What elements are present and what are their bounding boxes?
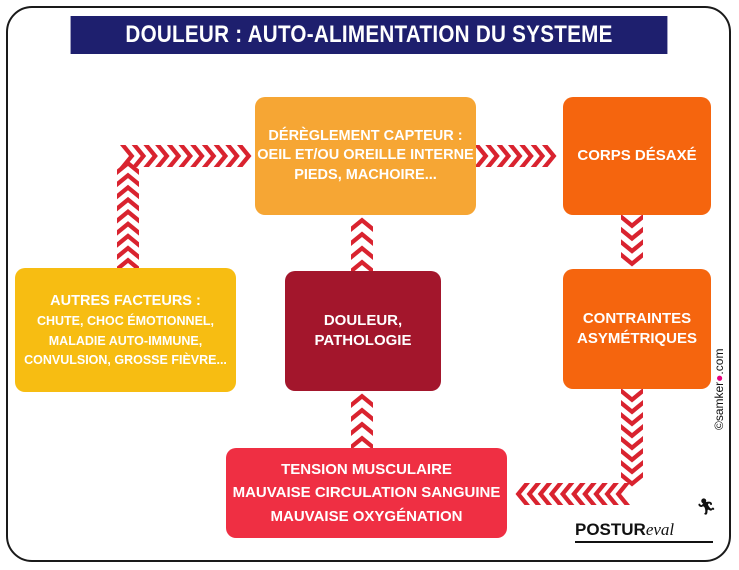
box-corps-desaxe: CORPS DÉSAXÉ bbox=[563, 97, 711, 215]
chevron bbox=[155, 145, 170, 167]
chevron bbox=[537, 483, 553, 505]
chevron bbox=[117, 209, 139, 224]
arrow-corps-to-contraintes bbox=[621, 214, 643, 267]
chevron bbox=[621, 448, 643, 463]
logo-bold: POSTUR bbox=[575, 520, 646, 539]
autres-line-4: CONVULSION, GROSSE FIÈVRE... bbox=[24, 352, 227, 367]
chevron bbox=[117, 257, 139, 272]
chevron bbox=[351, 407, 373, 422]
chevron bbox=[530, 145, 546, 167]
credit-dot: ● bbox=[712, 374, 726, 382]
logo-italic: eval bbox=[645, 520, 675, 539]
chevron bbox=[117, 172, 139, 188]
chevron bbox=[593, 483, 608, 505]
runner-icon: 🏃︎ bbox=[696, 499, 717, 516]
chevron bbox=[508, 145, 523, 167]
chevron bbox=[615, 483, 630, 505]
arrow-tension-to-douleur bbox=[351, 393, 373, 450]
autres-line-2: CHUTE, CHOC ÉMOTIONNEL, bbox=[36, 314, 215, 329]
tension-line-2: MAUVAISE CIRCULATION SANGUINE bbox=[232, 484, 501, 502]
chevron bbox=[351, 245, 373, 260]
chevron bbox=[351, 435, 373, 450]
chevron bbox=[190, 145, 205, 167]
douleur-line-2: PATHOLOGIE bbox=[314, 332, 412, 349]
chevron bbox=[515, 483, 530, 505]
chevron bbox=[621, 226, 643, 242]
chevron bbox=[166, 145, 182, 167]
arrow-contraintes-down bbox=[621, 388, 643, 487]
chevron bbox=[621, 239, 643, 254]
chevron bbox=[526, 483, 542, 505]
chevron bbox=[621, 460, 643, 475]
chevron bbox=[351, 259, 373, 274]
arrow-autres-up bbox=[117, 160, 139, 272]
arrow-capteur-to-corps bbox=[474, 145, 557, 167]
arrow-contraintes-left bbox=[515, 483, 630, 505]
tension-line-3: MAUVAISE OXYGÉNATION bbox=[270, 507, 463, 525]
box-capteur: DÉRÈGLEMENT CAPTEUR : OEIL ET/OU OREILLE… bbox=[255, 97, 476, 215]
arrow-autres-right bbox=[120, 145, 252, 167]
chevron bbox=[201, 145, 217, 167]
chevron bbox=[178, 145, 193, 167]
box-tension: TENSION MUSCULAIRE MAUVAISE CIRCULATION … bbox=[226, 448, 507, 538]
corps-line-1: CORPS DÉSAXÉ bbox=[577, 146, 697, 164]
chevron bbox=[237, 145, 252, 167]
chevron bbox=[571, 483, 586, 505]
chevron bbox=[621, 436, 643, 451]
chevron bbox=[351, 231, 373, 246]
chevron bbox=[120, 145, 135, 167]
diagram-title: DOULEUR : AUTO-ALIMENTATION DU SYSTEME bbox=[70, 16, 668, 54]
contraintes-line-1: CONTRAINTES bbox=[582, 309, 692, 327]
chevron bbox=[213, 145, 229, 167]
box-douleur: DOULEUR, PATHOLOGIE bbox=[285, 271, 441, 391]
chevron bbox=[621, 424, 643, 439]
chevron bbox=[604, 483, 619, 505]
chevron bbox=[621, 252, 643, 267]
chevron bbox=[542, 145, 557, 167]
chevron bbox=[621, 412, 643, 427]
chevron bbox=[559, 483, 575, 505]
douleur-line-1: DOULEUR, bbox=[323, 311, 403, 329]
arrow-douleur-to-capteur bbox=[351, 217, 373, 274]
chevron bbox=[485, 145, 500, 167]
chevron bbox=[496, 145, 512, 167]
chevron bbox=[117, 245, 139, 260]
chevron bbox=[117, 184, 139, 200]
chevron bbox=[351, 217, 373, 232]
chevron bbox=[351, 421, 373, 436]
box-autres-facteurs: AUTRES FACTEURS : CHUTE, CHOC ÉMOTIONNEL… bbox=[15, 268, 236, 392]
chevron bbox=[621, 400, 643, 415]
tension-line-1: TENSION MUSCULAIRE bbox=[281, 461, 452, 479]
chevron bbox=[225, 145, 240, 167]
chevron bbox=[143, 145, 158, 167]
capteur-line-2: OEIL ET/OU OREILLE INTERNE bbox=[257, 147, 474, 164]
autres-line-1: AUTRES FACTEURS : bbox=[50, 292, 201, 309]
credit-suffix: .com bbox=[712, 348, 726, 375]
posturEval-logo: POSTUReval bbox=[575, 520, 674, 540]
autres-line-3: MALADIE AUTO-IMMUNE, bbox=[48, 333, 203, 348]
contraintes-line-2: ASYMÉTRIQUES bbox=[576, 330, 697, 347]
chevron bbox=[117, 233, 139, 248]
capteur-line-1: DÉRÈGLEMENT CAPTEUR : bbox=[268, 127, 463, 144]
box-contraintes: CONTRAINTES ASYMÉTRIQUES bbox=[563, 269, 711, 389]
chevron bbox=[519, 145, 534, 167]
chevron bbox=[621, 472, 643, 487]
credit-prefix: ©samker bbox=[712, 381, 726, 430]
chevron bbox=[582, 483, 597, 505]
copyright-credit: ©samker●.com bbox=[712, 349, 726, 430]
logo-underline bbox=[575, 541, 713, 543]
chevron bbox=[117, 221, 139, 236]
chevron bbox=[117, 196, 139, 212]
capteur-line-3: PIEDS, MACHOIRE... bbox=[294, 166, 437, 183]
chevron bbox=[131, 145, 147, 167]
chevron bbox=[548, 483, 564, 505]
chevron bbox=[474, 145, 489, 167]
chevron bbox=[621, 388, 643, 403]
chevron bbox=[351, 393, 373, 408]
chevron bbox=[621, 214, 643, 229]
